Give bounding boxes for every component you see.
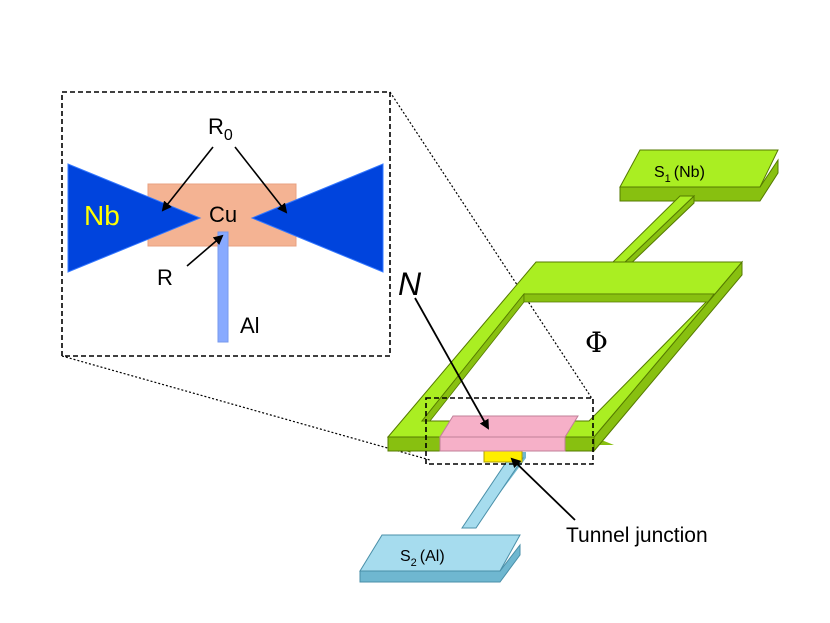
s1-stem-top — [610, 195, 696, 264]
zoom-line-top — [389, 91, 594, 401]
n-arrow — [414, 297, 489, 430]
cu-label: Cu — [209, 202, 237, 227]
s1-label: S1(Nb) — [654, 164, 705, 185]
nb-right-electrode — [250, 163, 384, 273]
inset-frame — [61, 91, 391, 357]
loop-inner-top-wall — [523, 293, 715, 303]
normal-metal-top — [439, 415, 579, 438]
nb-label: Nb — [84, 200, 120, 231]
s2-pad-top — [359, 534, 521, 572]
phi-label: Φ — [585, 326, 608, 359]
zoom-line-bottom — [61, 355, 431, 461]
s2-stem-top — [461, 457, 524, 529]
tunnel-arrow — [510, 457, 576, 521]
loop-top — [386, 261, 744, 438]
r0-arrow-right — [234, 146, 288, 214]
nb-left-electrode — [67, 163, 202, 273]
tunnel-junction-label: Tunnel junction — [566, 524, 708, 547]
r-label: R — [157, 265, 173, 290]
r-arrow — [186, 234, 224, 267]
junction-zoom-box — [425, 397, 594, 465]
normal-metal-front — [439, 436, 566, 452]
al-label: Al — [240, 313, 260, 338]
r0-arrow-left — [161, 146, 214, 212]
s1-pad-top — [619, 149, 779, 188]
n-label: N — [398, 266, 422, 302]
r0-label: R0 — [208, 114, 233, 144]
s2-label: S2(Al) — [400, 548, 445, 569]
tunnel-junction — [483, 450, 523, 463]
al-wire — [217, 231, 229, 343]
